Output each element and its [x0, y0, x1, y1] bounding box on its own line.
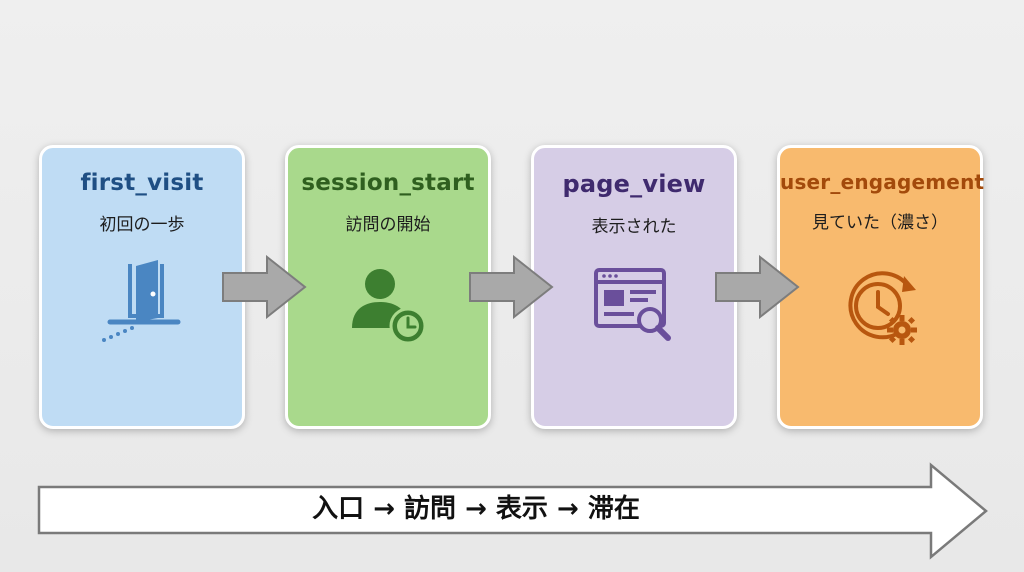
connector-arrow: [715, 255, 800, 319]
webpage-search-icon: [594, 268, 671, 341]
connector-arrow: [469, 255, 554, 319]
step-description: 訪問の開始: [345, 215, 431, 235]
step-description: 初回の一歩: [99, 215, 185, 235]
step-card-first-visit: first_visit 初回の一歩: [39, 145, 245, 429]
user-clock-icon: [352, 269, 427, 345]
step-description: 表示された: [591, 217, 677, 237]
clock-gear-icon: [848, 271, 917, 345]
step-card-user-engagement: user_engagement 見ていた（濃さ）: [777, 145, 985, 429]
step-event-name: page_view: [562, 170, 706, 198]
step-card-page-view: page_view 表示された: [531, 145, 737, 429]
flow-arrow: [37, 462, 988, 560]
connector-arrow: [222, 255, 307, 319]
door-entry-icon: [102, 260, 181, 342]
step-description: 見ていた（濃さ）: [812, 213, 948, 233]
step-event-name: first_visit: [80, 170, 204, 196]
step-card-session-start: session_start 訪問の開始: [285, 145, 491, 429]
flow-label: 入口 → 訪問 → 表示 → 滞在: [312, 494, 640, 524]
step-event-name: session_start: [301, 170, 475, 196]
step-event-name: user_engagement: [780, 170, 985, 194]
